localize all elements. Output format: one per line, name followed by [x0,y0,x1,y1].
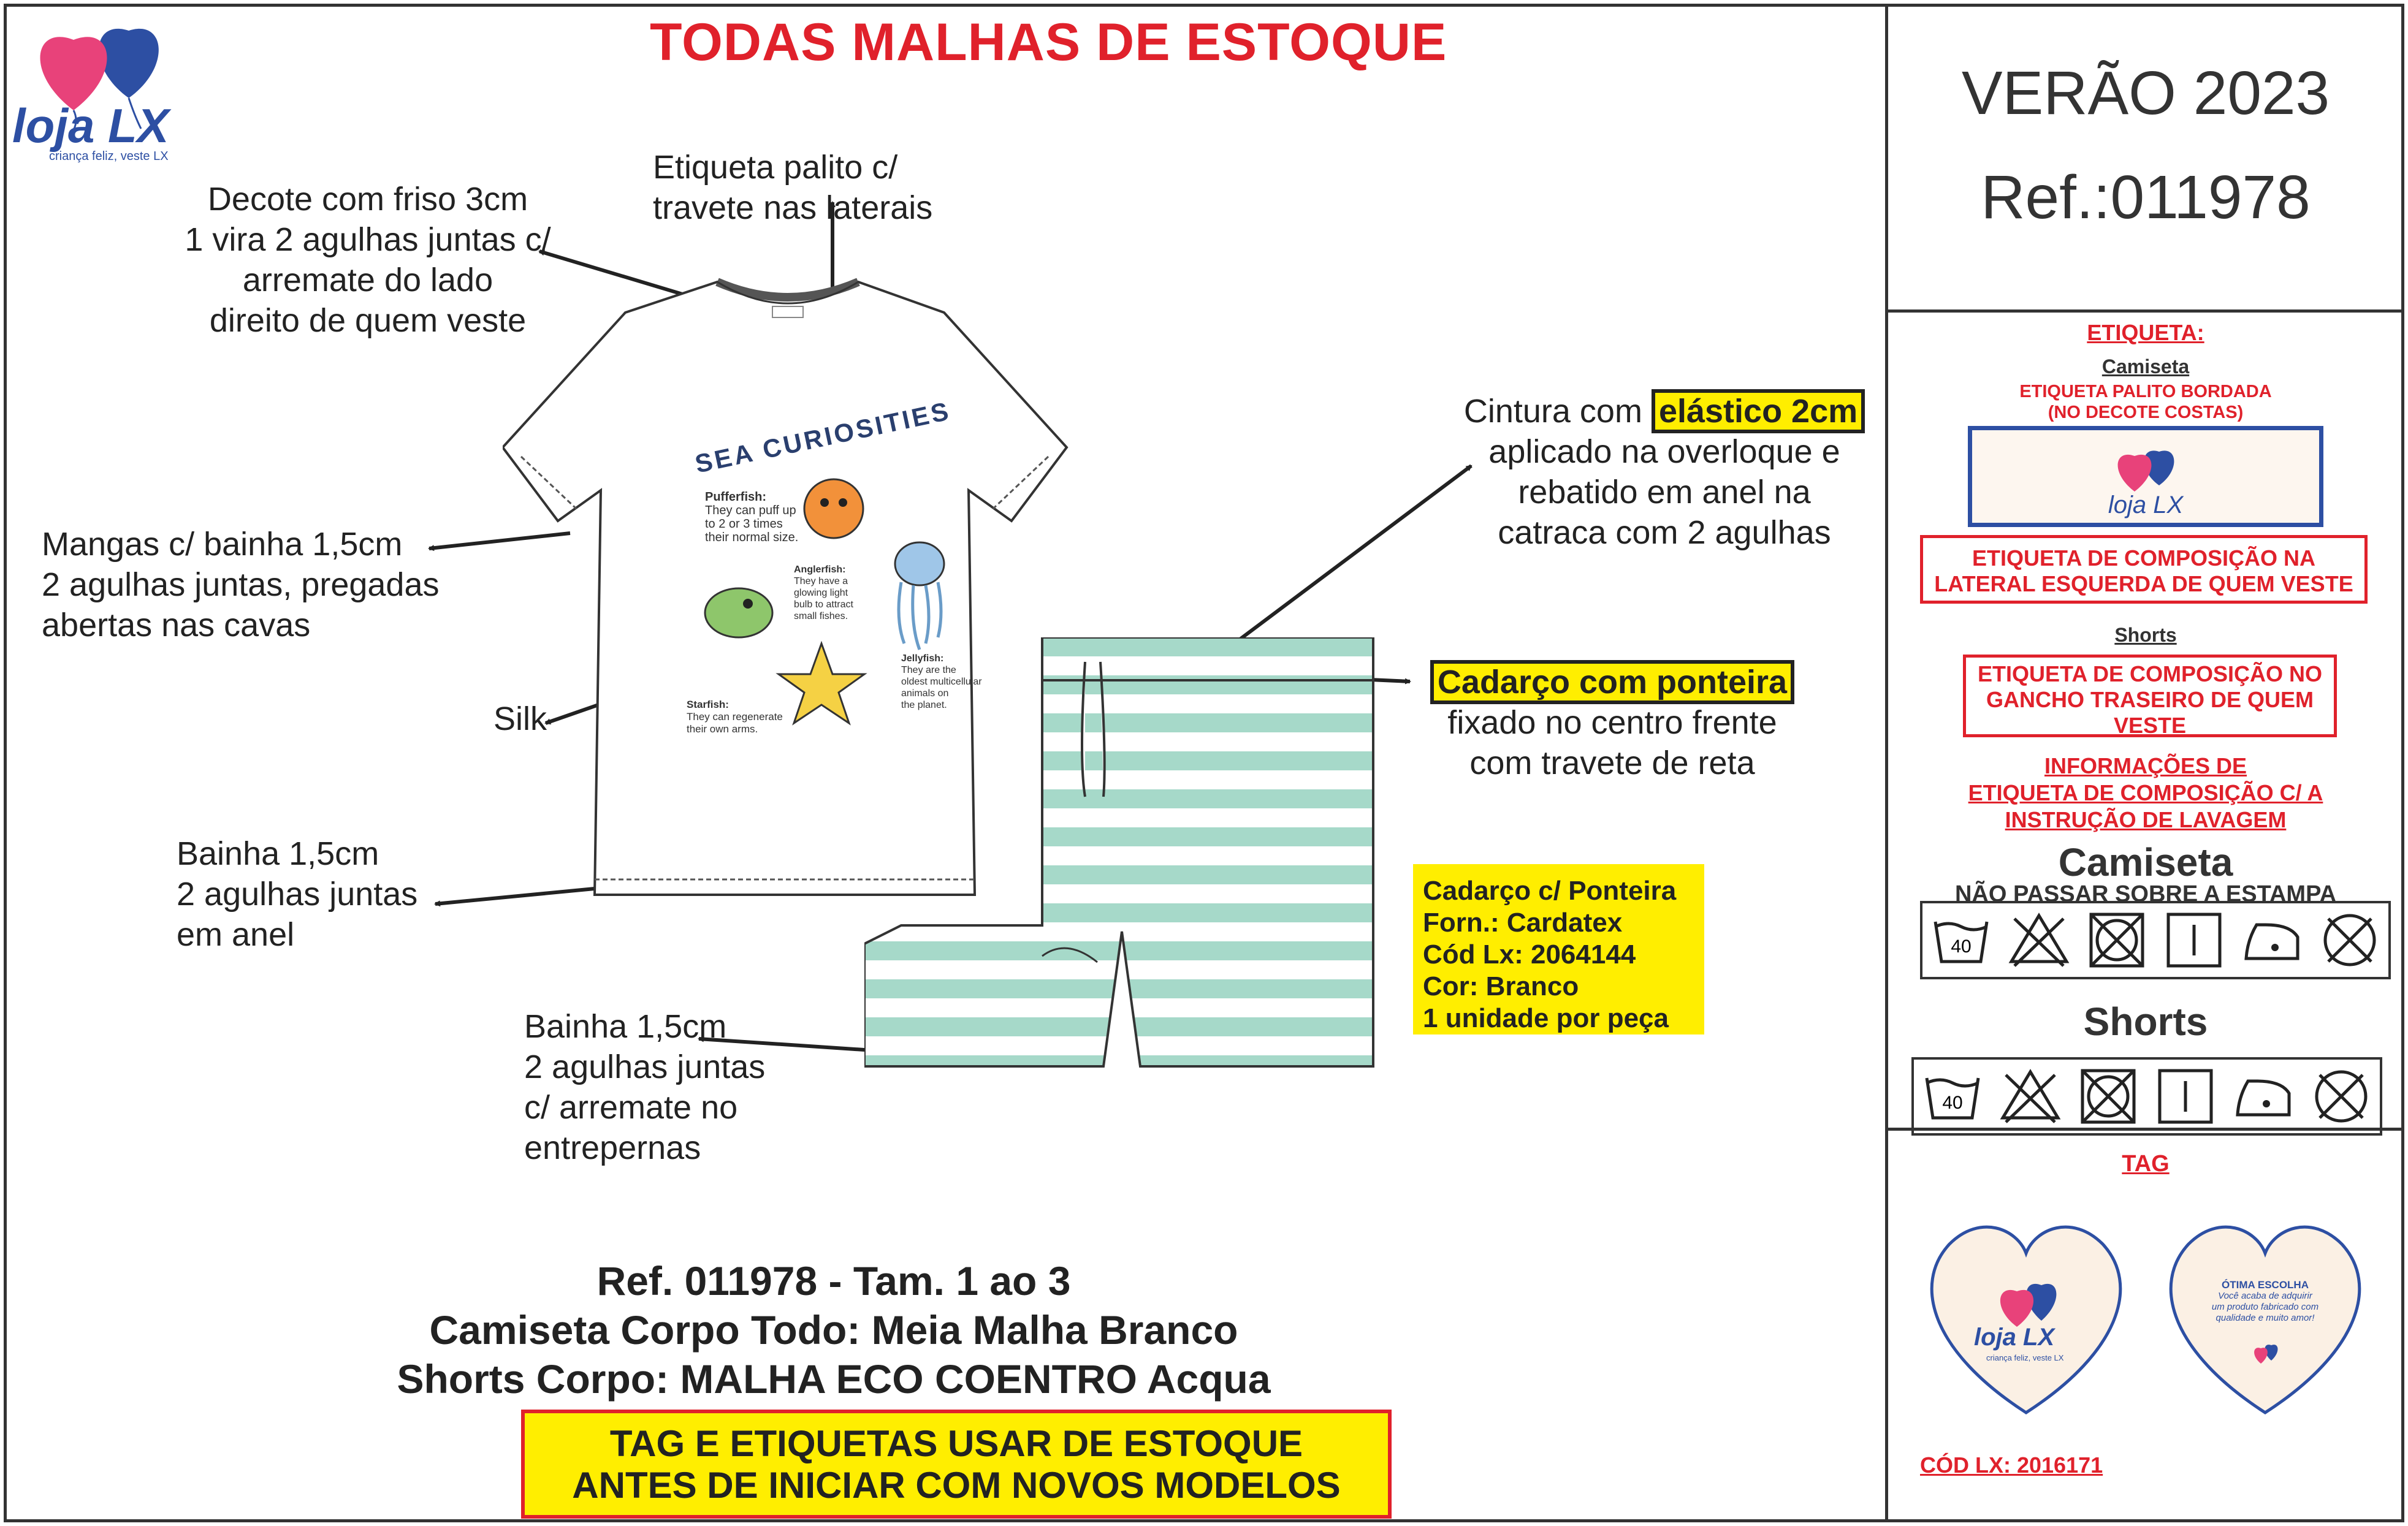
cod-lx-label: CÓD LX: 2016171 [1920,1452,2103,1478]
shorts-illustration [864,637,1374,1068]
no-dry-clean-icon [2323,914,2376,966]
svg-text:40: 40 [1943,1093,1963,1113]
line-dry-icon [2166,913,2222,968]
no-tumble-dry-icon [2081,1069,2136,1124]
palito-logo-icon: loja LX [2108,450,2184,518]
season-label: VERÃO 2023 [1961,59,2330,127]
note-cadarco: Cadarço com ponteira fixado no centro fr… [1410,660,1815,783]
no-bleach-icon [2008,913,2070,967]
etiqueta-title: ETIQUETA: [2087,320,2204,345]
etiqueta-shorts-label: Shorts [2114,624,2177,646]
care-camiseta-title: Camiseta [2058,840,2233,884]
ref-label: Ref.:011978 [1981,163,2311,232]
iron-low-icon [2244,923,2299,960]
etiqueta-camiseta-label: Camiseta [2101,355,2190,378]
tag-title: TAG [2122,1151,2170,1177]
cintura-highlight: elástico 2cm [1651,389,1865,433]
line-dry-icon [2158,1069,2213,1124]
care-shorts-title: Shorts [2083,1000,2208,1044]
page-frame [4,4,2404,1522]
no-bleach-icon [2000,1069,2061,1123]
heart-balloons-icon [40,28,159,135]
care-symbols-camiseta: 40 [1920,901,2391,979]
note-etiqueta-palito: Etiqueta palito c/travete nas laterais [653,149,933,226]
tag-back-heart [2169,1225,2361,1414]
right-panel-divider [1885,4,1888,1522]
logo-text: loja LX [12,99,169,153]
logo-tagline: criança feliz, veste LX [49,150,169,163]
wash-40-icon: 40 [1925,1077,1980,1120]
right-divider-2 [1885,1128,2404,1131]
svg-text:loja LX: loja LX [2108,492,2184,518]
no-tumble-dry-icon [2089,913,2144,968]
brand-logo: loja LX criança feliz, veste LX [12,6,196,165]
svg-text:40: 40 [1951,936,1972,957]
no-dry-clean-icon [2315,1070,2368,1123]
tshirt-illustration [503,278,1069,896]
tag-front-tagline: criança feliz, veste LX [1986,1353,2064,1362]
tag-front-brand: loja LX [1974,1324,2055,1351]
page-title: TODAS MALHAS DE ESTOQUE [650,13,1447,72]
cadarco-highlight: Cadarço com ponteira [1430,660,1795,704]
note-cintura: Cintura com elástico 2cm aplicado na ove… [1428,389,1900,553]
wash-40-icon: 40 [1934,921,1989,963]
palito-label-sample: loja LX [1968,426,2323,527]
note-silk: Silk [493,700,547,737]
tag-front-heart [1930,1225,2122,1414]
iron-low-icon [2236,1079,2291,1117]
right-divider-1 [1885,309,2404,313]
palito-note: ETIQUETA PALITO BORDADA(NO DECOTE COSTAS… [2019,382,2272,422]
tshirt-print: SEA CURIOSITIES Pufferfish: They can puf… [668,396,987,754]
tag-back-text: ÓTIMA ESCOLHA Você acaba de adquirir um … [2211,1279,2319,1324]
care-symbols-shorts: 40 [1911,1057,2382,1136]
sea-creatures-artwork [704,478,945,726]
